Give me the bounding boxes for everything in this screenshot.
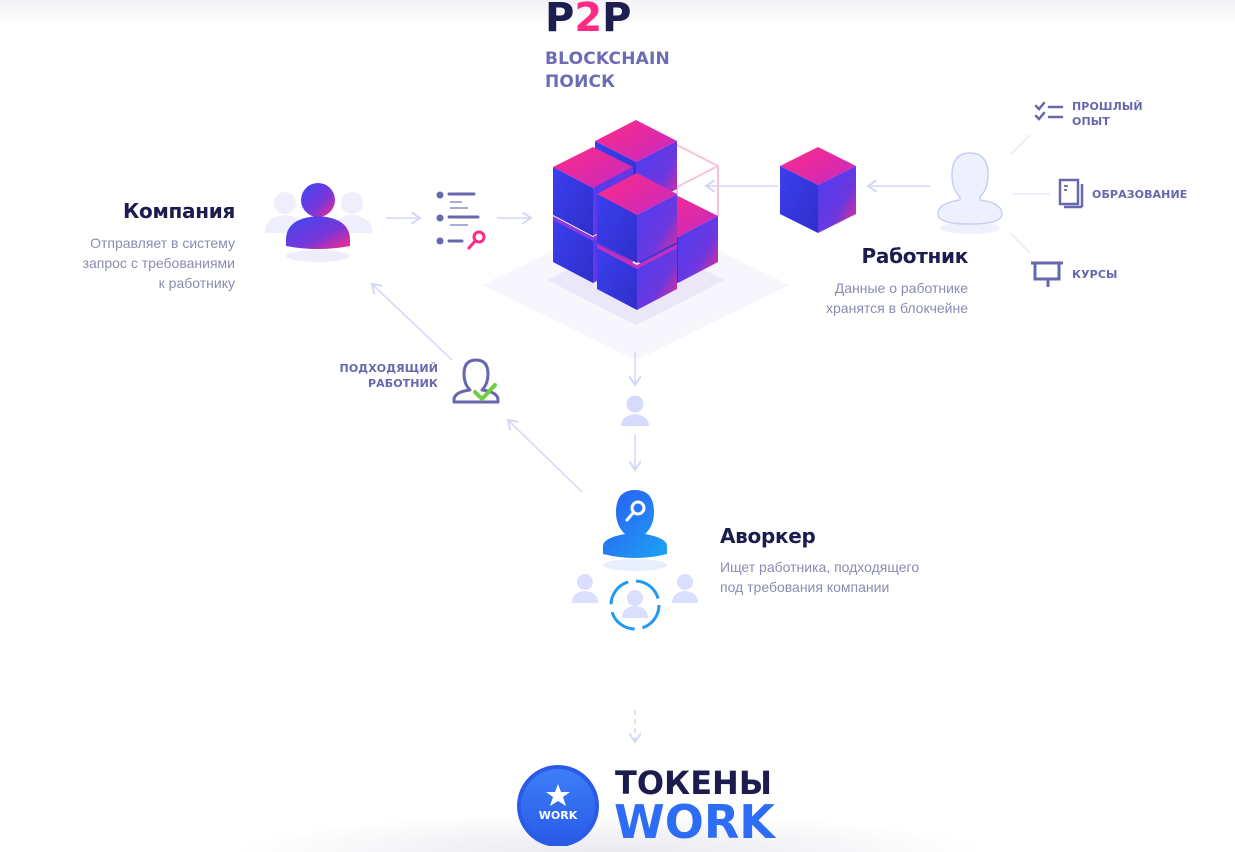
company-desc-line: к работнику: [158, 275, 235, 291]
label-past-experience: ПРОШЛЫЙ ОПЫТ: [1072, 99, 1143, 129]
company-description: Отправляет в систему запрос с требования…: [40, 233, 235, 293]
logo-2: 2: [574, 0, 603, 41]
logo-subtitle: BLOCKCHAIN ПОИСК: [545, 48, 670, 94]
company-title: Компания: [122, 199, 235, 223]
work-coin-icon: [517, 765, 599, 846]
book-icon: [1058, 178, 1084, 209]
aworker-desc-line: под требования компании: [720, 579, 890, 595]
aworker-search-person-icon: [603, 490, 667, 571]
coin-label: WORK: [538, 809, 578, 822]
worker-description: Данные о работнике хранятся в блокчейне: [768, 278, 968, 318]
tokens-title: ТОКЕНЫ: [615, 764, 772, 802]
logo-p: P: [545, 0, 575, 41]
company-group-icon: [265, 183, 372, 262]
label-education: ОБРАЗОВАНИЕ: [1092, 188, 1188, 201]
aworker-description: Ищет работника, подходящего под требован…: [720, 557, 960, 597]
presentation-board-icon: [1031, 261, 1063, 287]
tokens-work: WORK: [614, 795, 775, 849]
label-matching-worker: ПОДХОДЯЩИЙ РАБОТНИК: [330, 361, 438, 391]
worker-data-connectors: [1009, 134, 1050, 254]
company-desc-line: Отправляет в систему: [90, 235, 235, 251]
worker-title: Работник: [861, 244, 969, 268]
arrow-aworker-to-match: [508, 420, 583, 493]
candidates-group-icon: [572, 574, 698, 618]
bottom-shade: [230, 812, 990, 852]
blockchain-cube-icon: [553, 120, 719, 310]
aworker-desc-line: Ищет работника, подходящего: [720, 559, 920, 575]
matching-worker-icon: [452, 358, 500, 404]
logo-subtitle-line1: BLOCKCHAIN: [545, 49, 670, 69]
worker-desc-line: Данные о работнике: [834, 280, 968, 296]
company-desc-line: запрос с требованиями: [82, 255, 235, 271]
target-ring-icon: [609, 579, 661, 631]
logo-p2p: P2P: [545, 0, 632, 42]
checklist-icon: [1034, 101, 1064, 121]
label-courses: КУРСЫ: [1072, 268, 1118, 281]
label-line: ПОДХОДЯЩИЙ: [339, 362, 438, 375]
logo-subtitle-line2: ПОИСК: [545, 72, 616, 92]
label-line: ОПЫТ: [1072, 115, 1110, 128]
worker-data-cube-icon: [780, 147, 856, 233]
label-line: ПРОШЛЫЙ: [1072, 100, 1143, 113]
worker-desc-line: хранятся в блокчейне: [826, 300, 968, 316]
aworker-title: Аворкер: [720, 524, 816, 548]
logo-p: P: [602, 0, 632, 41]
candidate-person-icon: [621, 395, 649, 426]
label-line: РАБОТНИК: [367, 377, 438, 390]
worker-person-icon: [937, 152, 1003, 234]
requirements-list-icon: [436, 191, 486, 250]
arrow-match-to-company: [372, 284, 453, 361]
top-shade: [0, 0, 1235, 28]
